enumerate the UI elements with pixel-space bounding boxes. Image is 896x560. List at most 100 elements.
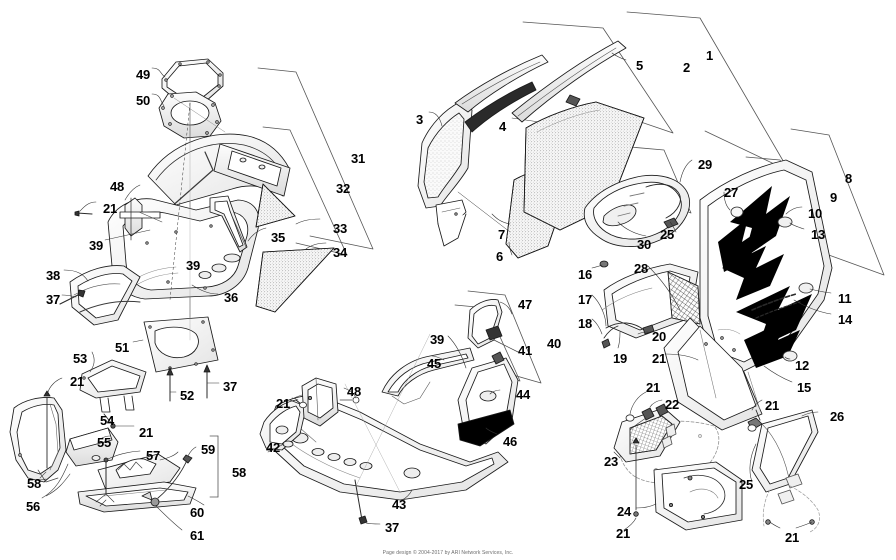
callout-12: 12 bbox=[795, 358, 810, 373]
part-belly-plate-51 bbox=[132, 316, 219, 373]
callout-37-left: 37 bbox=[46, 292, 61, 307]
callout-20: 20 bbox=[652, 329, 667, 344]
callout-16: 16 bbox=[578, 267, 593, 282]
part-windshield-3 bbox=[417, 101, 473, 247]
part-bracket-47 bbox=[467, 299, 519, 365]
callout-14: 14 bbox=[838, 312, 853, 327]
callout-55: 55 bbox=[97, 435, 112, 450]
callout-47: 47 bbox=[518, 297, 533, 312]
callout-25: 25 bbox=[660, 227, 675, 242]
callout-21-sidepanel-b: 21 bbox=[785, 530, 800, 545]
callout-51: 51 bbox=[115, 340, 130, 355]
callout-21-sidepanel-a: 21 bbox=[765, 398, 780, 413]
callout-59: 59 bbox=[201, 442, 216, 457]
fastener-54 bbox=[103, 413, 135, 429]
callout-52: 52 bbox=[180, 388, 195, 403]
callout-21-hood: 21 bbox=[652, 351, 667, 366]
part-chassis-body bbox=[107, 102, 260, 301]
part-air-intake-gasket-49 bbox=[161, 58, 224, 103]
callout-33: 33 bbox=[333, 221, 348, 236]
callout-48-rb: 48 bbox=[347, 384, 362, 399]
callout-37-rb: 37 bbox=[385, 520, 400, 535]
copyright-footer: Page design © 2004-2017 by ARI Network S… bbox=[382, 550, 514, 556]
callout-21-console-b: 21 bbox=[616, 526, 631, 541]
fastener-37-rb bbox=[354, 479, 381, 525]
part-support-arm-35 bbox=[209, 195, 267, 253]
part-windshield-trim-4 bbox=[454, 54, 554, 133]
callout-41: 41 bbox=[518, 343, 533, 358]
fastener-21-console bbox=[623, 391, 647, 531]
part-cable-17-18-19 bbox=[591, 294, 699, 361]
callout-39-b: 39 bbox=[186, 258, 201, 273]
callout-26: 26 bbox=[830, 409, 845, 424]
callout-50: 50 bbox=[136, 93, 151, 108]
callout-44: 44 bbox=[516, 387, 531, 402]
callout-39-rb: 39 bbox=[430, 332, 445, 347]
callout-56: 56 bbox=[26, 499, 41, 514]
callout-43: 43 bbox=[392, 497, 407, 512]
callout-46: 46 bbox=[503, 434, 518, 449]
callout-21-lower: 21 bbox=[70, 374, 85, 389]
callout-53: 53 bbox=[73, 351, 88, 366]
callout-21-chassis: 21 bbox=[103, 201, 118, 216]
part-fender-38 bbox=[63, 265, 141, 326]
part-headlight-29 bbox=[583, 159, 693, 247]
callout-21-wedge: 21 bbox=[139, 425, 154, 440]
callout-58-a: 58 bbox=[27, 476, 42, 491]
callout-25-sidepanel: 25 bbox=[739, 477, 754, 492]
part-windshield-5 bbox=[511, 40, 627, 123]
callout-28: 28 bbox=[634, 261, 649, 276]
callout-15: 15 bbox=[797, 380, 812, 395]
callout-34: 34 bbox=[333, 245, 348, 260]
part-panel-57 bbox=[97, 451, 181, 491]
part-hardware-16 bbox=[591, 260, 609, 269]
callout-29: 29 bbox=[698, 157, 713, 172]
callout-10: 10 bbox=[808, 206, 823, 221]
callout-60: 60 bbox=[190, 505, 205, 520]
callout-27: 27 bbox=[724, 185, 739, 200]
part-bracket-48-rb bbox=[289, 377, 360, 427]
callout-3: 3 bbox=[416, 112, 424, 127]
part-box-55 bbox=[65, 427, 119, 467]
callout-35: 35 bbox=[271, 230, 286, 245]
callout-39-a: 39 bbox=[89, 238, 104, 253]
callout-58-b: 58 bbox=[232, 465, 247, 480]
part-chassis-bulkhead bbox=[147, 133, 291, 209]
part-running-board-43 bbox=[267, 395, 509, 501]
part-strut-48 bbox=[119, 197, 163, 241]
callout-21-rb: 21 bbox=[276, 396, 291, 411]
callout-23: 23 bbox=[604, 454, 619, 469]
callout-2: 2 bbox=[683, 60, 691, 75]
part-screw-22 bbox=[629, 399, 669, 431]
fastener-21-left bbox=[74, 201, 97, 217]
callout-9: 9 bbox=[830, 190, 838, 205]
callout-45: 45 bbox=[427, 356, 442, 371]
callout-19: 19 bbox=[613, 351, 628, 366]
part-panel-60 bbox=[77, 481, 205, 513]
fastener-21-sidepanel bbox=[747, 399, 813, 529]
callout-8: 8 bbox=[845, 171, 853, 186]
fastener-21-rb bbox=[289, 397, 307, 409]
callout-31: 31 bbox=[351, 151, 366, 166]
part-side-panel-26 bbox=[747, 409, 820, 533]
fastener-21-panel58 bbox=[43, 377, 63, 469]
callout-40: 40 bbox=[547, 336, 562, 351]
callout-17: 17 bbox=[578, 292, 593, 307]
callout-37-belly: 37 bbox=[223, 379, 238, 394]
callout-1: 1 bbox=[706, 48, 714, 63]
part-wedge-53 bbox=[79, 351, 147, 413]
part-lower-panel-58 bbox=[9, 397, 67, 483]
callout-5: 5 bbox=[636, 58, 644, 73]
callout-22: 22 bbox=[665, 397, 680, 412]
callout-61: 61 bbox=[190, 528, 205, 543]
callout-57: 57 bbox=[146, 448, 161, 463]
callout-18: 18 bbox=[578, 316, 593, 331]
fastener-37-left bbox=[59, 289, 86, 305]
callout-4: 4 bbox=[499, 119, 507, 134]
callout-36: 36 bbox=[224, 290, 239, 305]
part-strap-59 bbox=[150, 446, 197, 531]
callout-21-console-a: 21 bbox=[646, 380, 661, 395]
fastener-57-pin bbox=[95, 450, 141, 507]
fastener-37-belly bbox=[203, 364, 220, 399]
